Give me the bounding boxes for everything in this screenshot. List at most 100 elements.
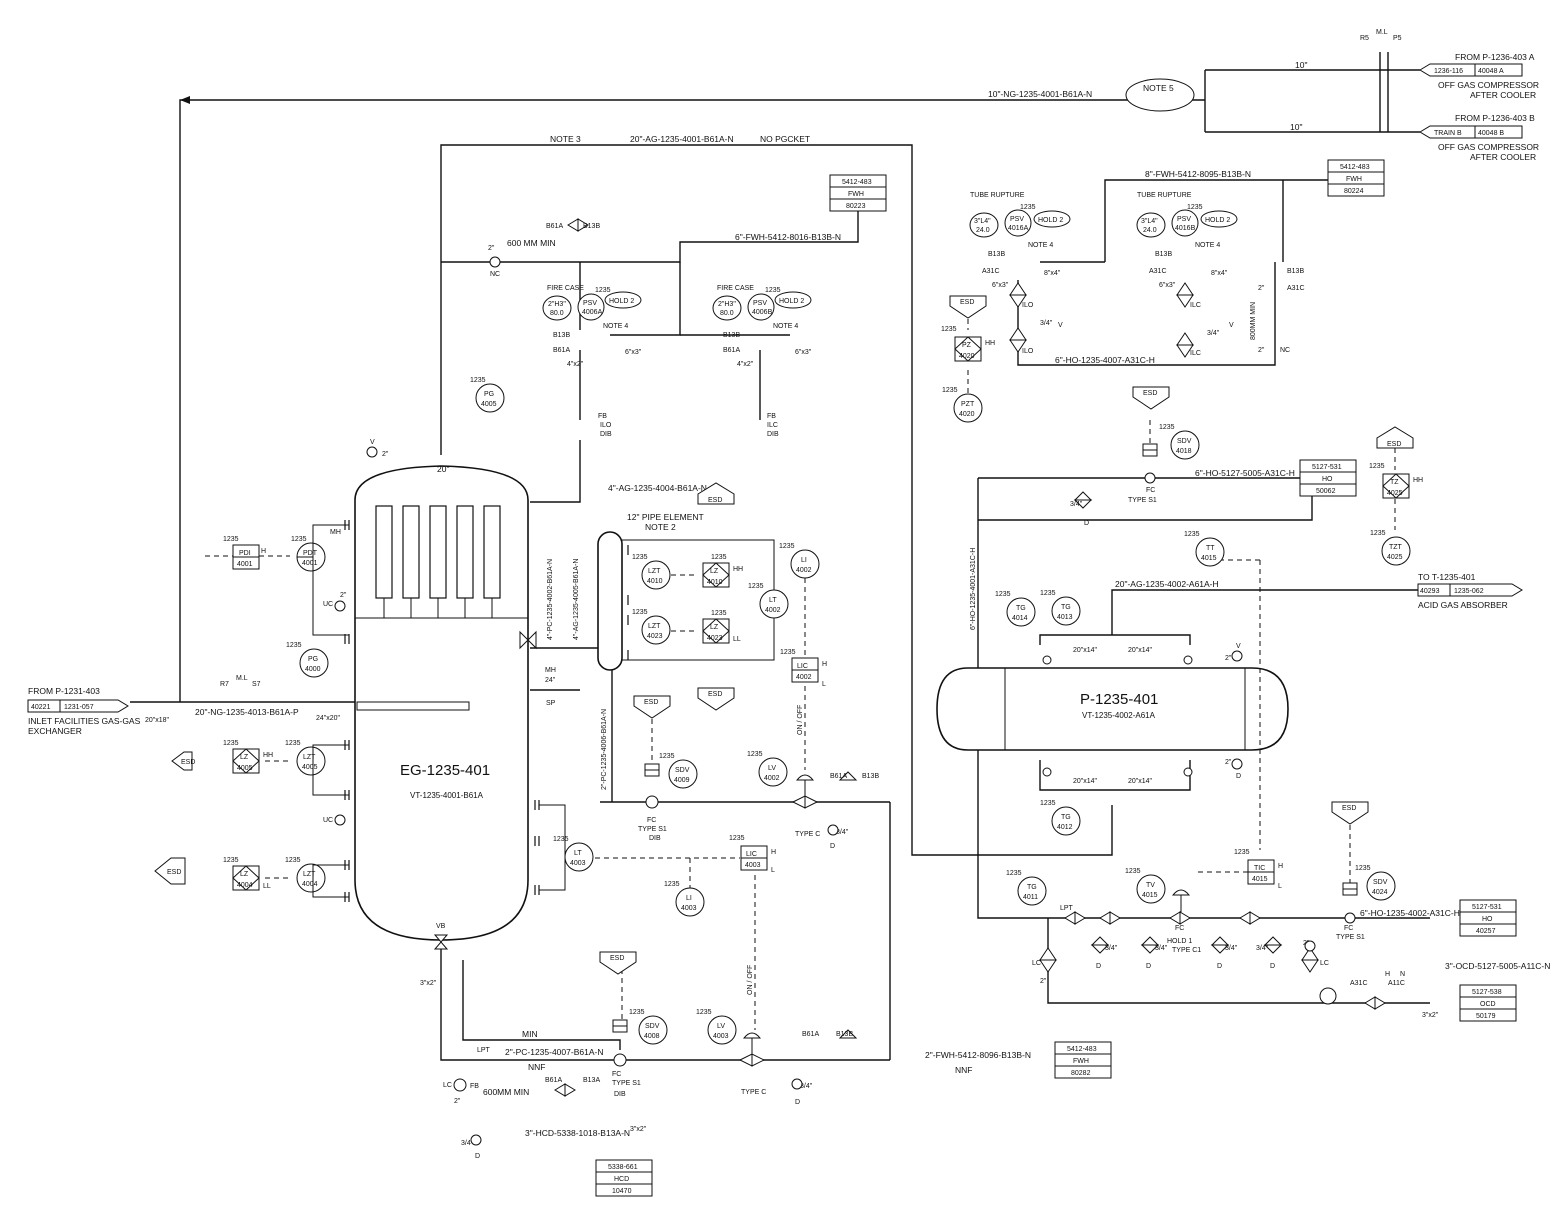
svg-text:4024: 4024: [1372, 889, 1388, 896]
svg-text:FC: FC: [1344, 925, 1353, 932]
svg-text:4025: 4025: [1387, 554, 1403, 561]
svg-text:FC: FC: [1146, 487, 1155, 494]
svg-text:LC: LC: [1032, 960, 1041, 967]
svg-text:A31C: A31C: [1149, 268, 1167, 275]
svg-text:80.0: 80.0: [550, 310, 564, 317]
svg-text:FROM P-1236-403 A: FROM P-1236-403 A: [1455, 52, 1535, 62]
svg-text:4001: 4001: [237, 561, 253, 568]
svg-text:3"L4": 3"L4": [1141, 218, 1158, 225]
svg-text:PSV: PSV: [583, 300, 597, 307]
svg-text:1235: 1235: [1370, 530, 1386, 537]
svg-text:LZ: LZ: [240, 871, 249, 878]
svg-text:2": 2": [454, 1098, 461, 1105]
svg-text:B13B: B13B: [1287, 268, 1304, 275]
svg-text:4010: 4010: [647, 578, 663, 585]
svg-text:DIB: DIB: [767, 431, 779, 438]
svg-text:1235: 1235: [223, 536, 239, 543]
svg-text:MIN: MIN: [522, 1029, 538, 1039]
svg-text:D: D: [475, 1153, 480, 1160]
line-label-800mm: 800MM MIN: [1250, 302, 1257, 340]
svg-text:1235: 1235: [1369, 463, 1385, 470]
svg-text:B13B: B13B: [836, 1031, 853, 1038]
svg-text:1235: 1235: [780, 649, 796, 656]
svg-text:4001: 4001: [302, 560, 318, 567]
svg-text:HOLD 1: HOLD 1: [1167, 938, 1192, 945]
svg-text:ESD: ESD: [181, 759, 195, 766]
svg-text:D: D: [1146, 963, 1151, 970]
esd-triangle: ESD: [171, 751, 195, 771]
svg-text:5412-483: 5412-483: [842, 179, 872, 186]
svg-text:R7: R7: [220, 681, 229, 688]
svg-text:3"-OCD-5127-5005-A11C-N: 3"-OCD-5127-5005-A11C-N: [1445, 961, 1550, 971]
svg-text:80.0: 80.0: [720, 310, 734, 317]
svg-text:LT: LT: [574, 850, 582, 857]
svg-text:FB: FB: [470, 1083, 479, 1090]
svg-text:3"x2": 3"x2": [1422, 1012, 1439, 1019]
svg-text:D: D: [1270, 963, 1275, 970]
svg-text:TV: TV: [1146, 882, 1155, 889]
svg-text:ESD: ESD: [1342, 805, 1356, 812]
svg-text:TYPE S1: TYPE S1: [1128, 497, 1157, 504]
svg-text:4012: 4012: [1057, 824, 1073, 831]
svg-text:40048 B: 40048 B: [1478, 130, 1504, 137]
svg-text:SDV: SDV: [675, 767, 690, 774]
svg-text:6"x3": 6"x3": [625, 349, 642, 356]
svg-text:12" PIPE ELEMENT: 12" PIPE ELEMENT: [627, 512, 704, 522]
svg-text:L: L: [771, 867, 775, 874]
svg-text:4023: 4023: [707, 635, 723, 642]
svg-text:HOLD 2: HOLD 2: [779, 298, 804, 305]
esd-triangle: ESD: [633, 695, 671, 719]
svg-text:PSV: PSV: [1177, 216, 1191, 223]
svg-text:B61A: B61A: [545, 1077, 562, 1084]
svg-text:3/4": 3/4": [1256, 945, 1269, 952]
svg-text:TRAIN B: TRAIN B: [1434, 130, 1462, 137]
svg-text:D: D: [1217, 963, 1222, 970]
svg-text:LC: LC: [443, 1082, 452, 1089]
svg-text:80224: 80224: [1344, 188, 1364, 195]
svg-text:1235: 1235: [1159, 424, 1175, 431]
svg-text:8"x4": 8"x4": [1211, 270, 1228, 277]
svg-text:LC: LC: [1320, 960, 1329, 967]
svg-text:PZT: PZT: [961, 401, 975, 408]
svg-text:4004: 4004: [237, 882, 253, 889]
svg-text:NNF: NNF: [528, 1062, 545, 1072]
svg-text:20"-AG-1235-4001-B61A-N: 20"-AG-1235-4001-B61A-N: [630, 134, 734, 144]
svg-text:LI: LI: [686, 895, 692, 902]
esd-triangle: ESD: [697, 482, 735, 505]
svg-text:4015: 4015: [1201, 555, 1217, 562]
svg-text:10": 10": [1290, 122, 1302, 132]
ref-box: 5412-483 FWH 80223: [829, 174, 887, 212]
svg-text:2": 2": [1225, 759, 1232, 766]
svg-text:4005: 4005: [481, 401, 497, 408]
svg-text:LPT: LPT: [477, 1047, 491, 1054]
svg-text:4003: 4003: [570, 860, 586, 867]
svg-text:4003: 4003: [713, 1033, 729, 1040]
svg-text:1235: 1235: [595, 287, 611, 294]
svg-text:5412-483: 5412-483: [1067, 1046, 1097, 1053]
svg-text:1235: 1235: [1125, 868, 1141, 875]
svg-text:LIC: LIC: [746, 851, 757, 858]
note5-cloud: NOTE 5: [1125, 78, 1195, 112]
svg-text:S7: S7: [252, 681, 261, 688]
svg-text:1235: 1235: [711, 610, 727, 617]
svg-text:3/4": 3/4": [1105, 945, 1118, 952]
svg-text:ESD: ESD: [167, 869, 181, 876]
svg-text:2": 2": [488, 245, 495, 252]
svg-text:PSV: PSV: [753, 300, 767, 307]
svg-text:1235: 1235: [1234, 849, 1250, 856]
svg-text:SDV: SDV: [645, 1023, 660, 1030]
svg-text:ILO: ILO: [1022, 302, 1034, 309]
svg-text:4016A: 4016A: [1008, 225, 1029, 232]
svg-text:1235: 1235: [632, 609, 648, 616]
svg-text:4002: 4002: [796, 674, 812, 681]
svg-text:LZT: LZT: [648, 568, 661, 575]
p-vessel: P-1235-401 VT-1235-4002-A61A: [936, 667, 1289, 751]
svg-text:PZ: PZ: [962, 342, 972, 349]
